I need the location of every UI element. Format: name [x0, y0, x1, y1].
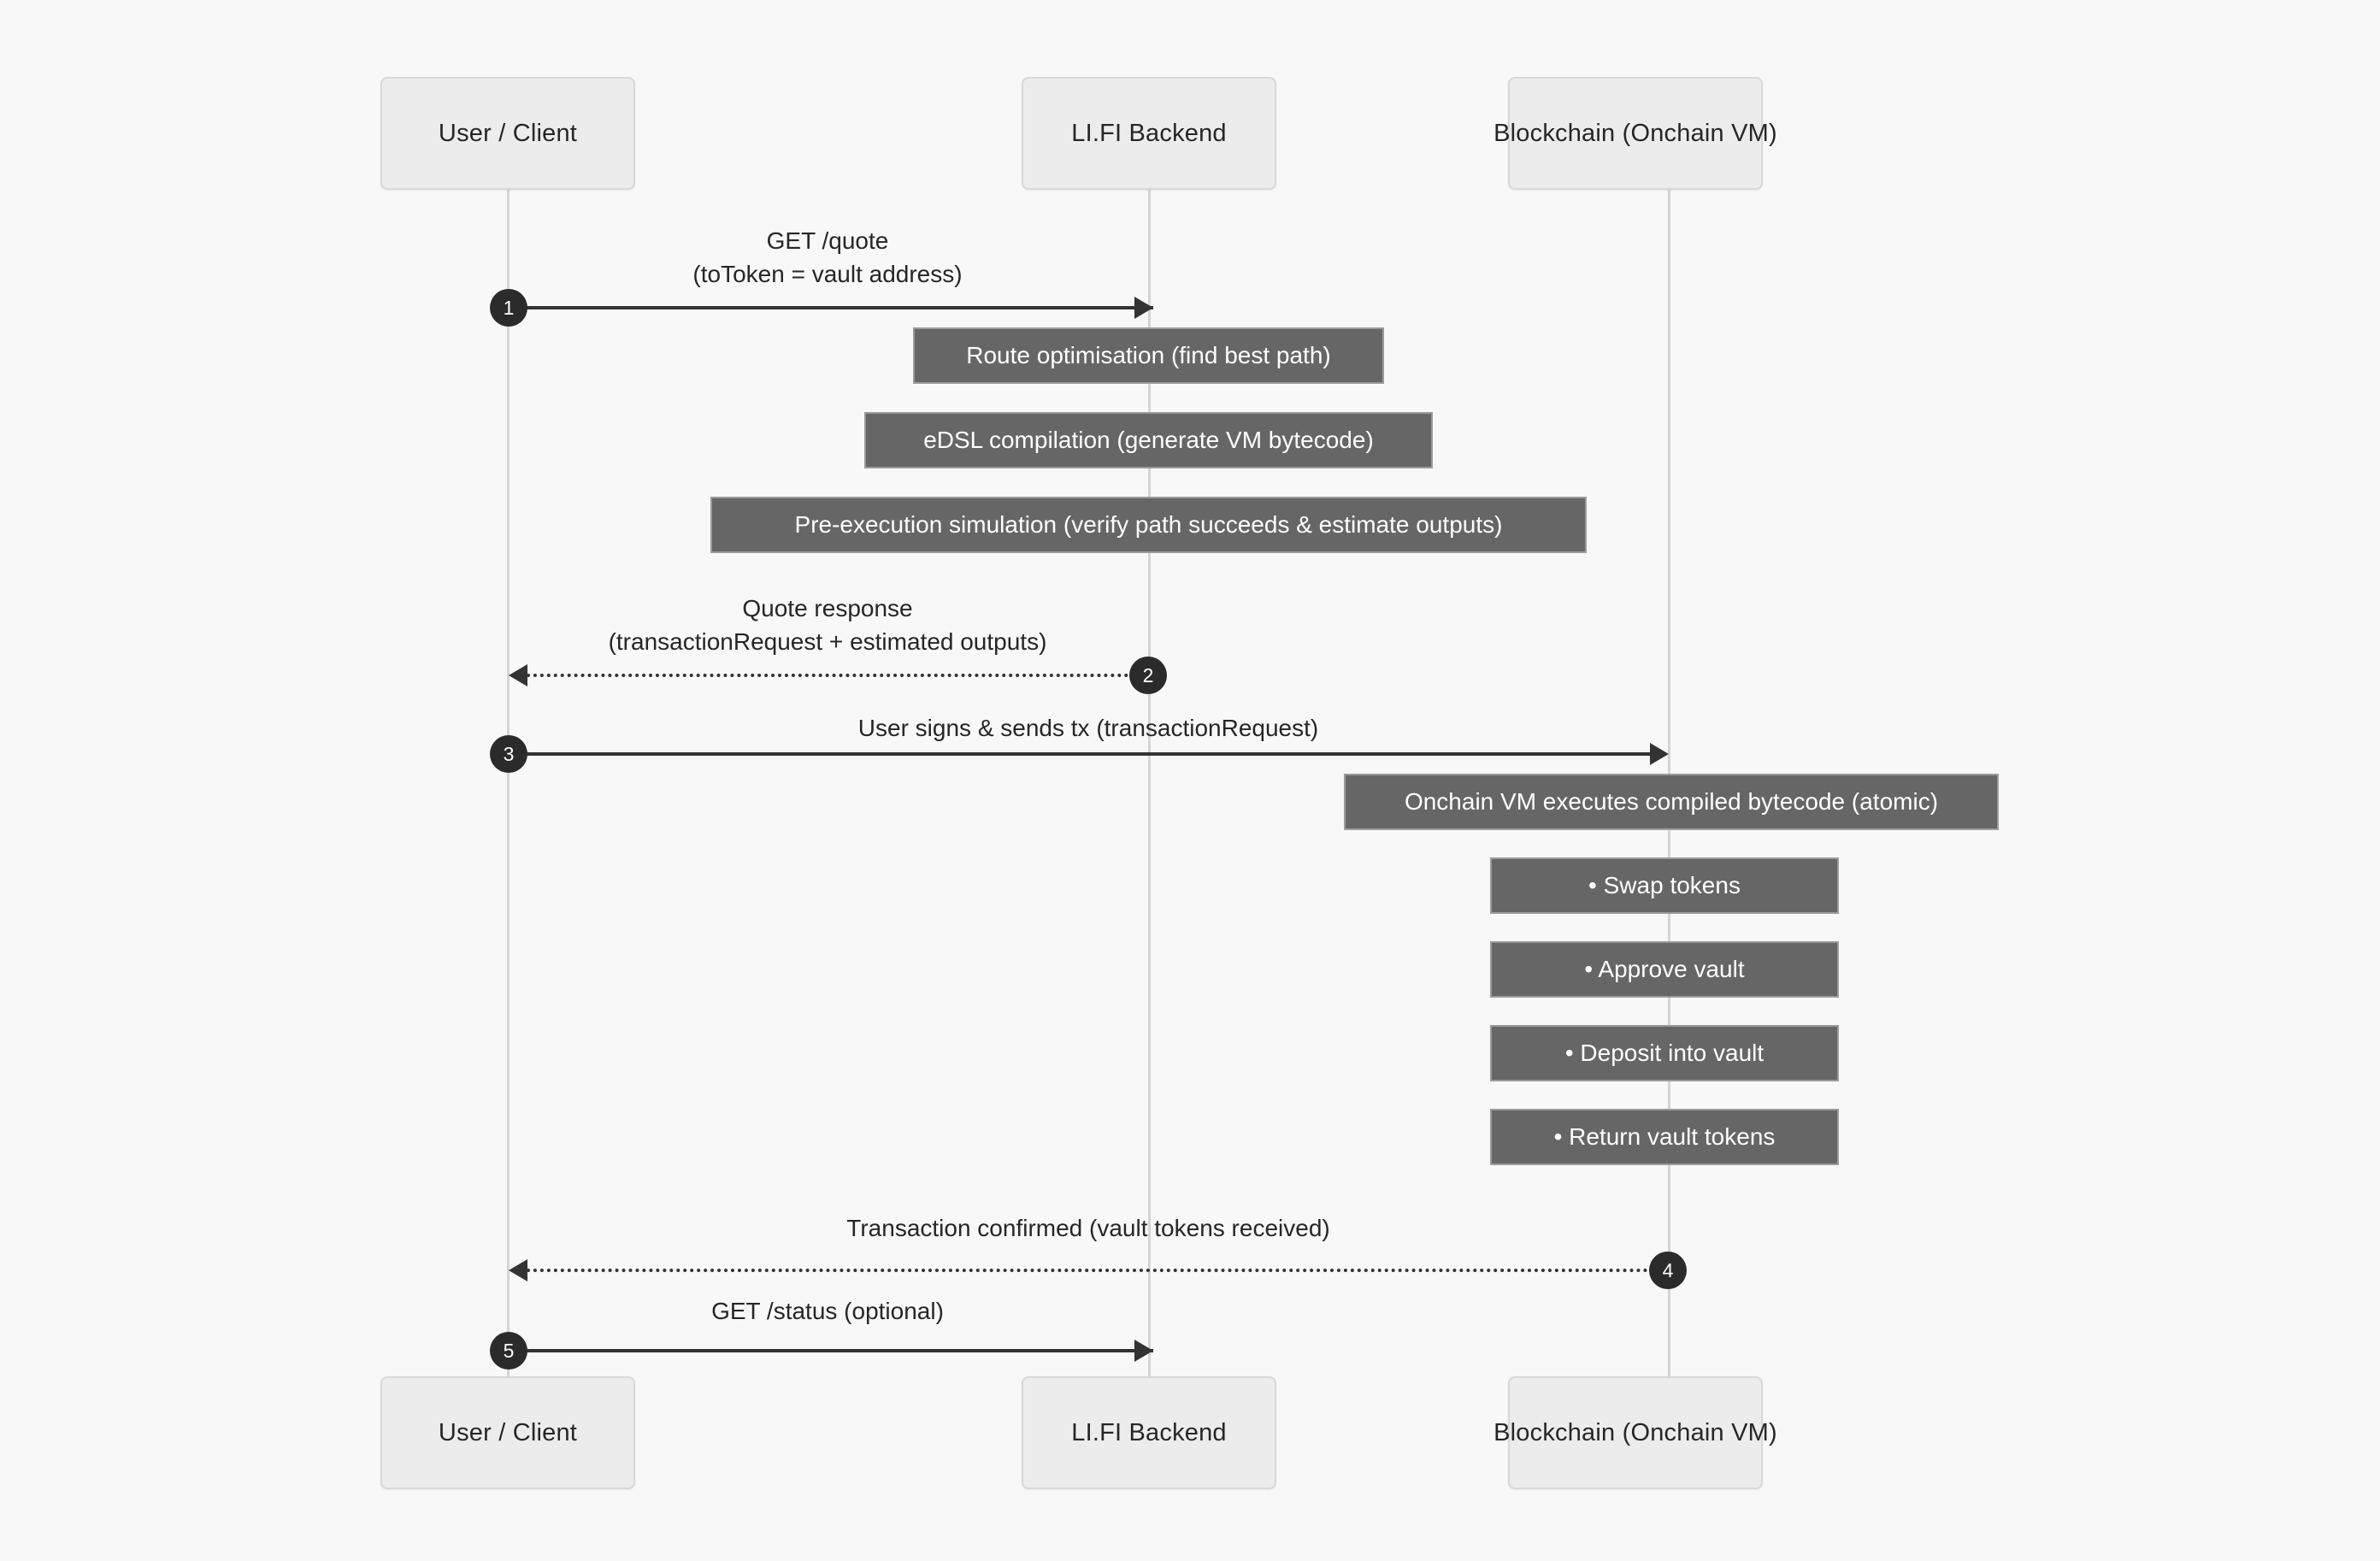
note-text: • Swap tokens: [1588, 872, 1741, 898]
note-swap-tokens: • Swap tokens: [1490, 857, 1839, 914]
note-deposit-into-vault: • Deposit into vault: [1490, 1025, 1839, 1081]
sequence-number-4: 4: [1649, 1252, 1687, 1289]
note-text: Pre-execution simulation (verify path su…: [794, 511, 1503, 538]
message-arrow-3: [509, 752, 1654, 756]
participant-user-top[interactable]: User / Client: [380, 77, 635, 190]
message-label-5: GET /status (optional): [711, 1295, 944, 1328]
participant-label: User / Client: [438, 119, 578, 147]
participant-label: LI.FI Backend: [1071, 119, 1227, 147]
participant-backend-top[interactable]: LI.FI Backend: [1022, 77, 1276, 190]
message-arrowhead-4: [509, 1259, 527, 1281]
message-label-4: Transaction confirmed (vault tokens rece…: [846, 1212, 1329, 1246]
note-route-optimisation: Route optimisation (find best path): [913, 327, 1384, 384]
message-arrowhead-5: [1134, 1340, 1153, 1362]
message-arrowhead-2: [509, 664, 527, 686]
sequence-number-3: 3: [490, 735, 527, 773]
note-text: eDSL compilation (generate VM bytecode): [923, 427, 1374, 453]
participant-label: Blockchain (Onchain VM): [1493, 119, 1777, 147]
note-pre-execution-simulation: Pre-execution simulation (verify path su…: [710, 497, 1587, 553]
note-text: • Deposit into vault: [1564, 1040, 1764, 1066]
lifeline-backend: [1148, 190, 1151, 1378]
message-label-3: User signs & sends tx (transactionReques…: [858, 712, 1318, 745]
message-arrow-4: [527, 1269, 1669, 1272]
note-text: • Return vault tokens: [1553, 1123, 1776, 1150]
message-line-1: GET /status (optional): [711, 1298, 944, 1324]
message-arrowhead-1: [1134, 297, 1153, 319]
message-line-1: GET /quote: [766, 227, 889, 254]
note-edsl-compilation: eDSL compilation (generate VM bytecode): [864, 412, 1433, 468]
note-return-vault-tokens: • Return vault tokens: [1490, 1109, 1839, 1165]
note-onchain-vm-executes: Onchain VM executes compiled bytecode (a…: [1344, 774, 1999, 830]
participant-label: User / Client: [438, 1418, 578, 1446]
message-label-2: Quote response (transactionRequest + est…: [609, 592, 1047, 658]
participant-chain-bottom[interactable]: Blockchain (Onchain VM): [1493, 1376, 1777, 1489]
participant-backend-bottom[interactable]: LI.FI Backend: [1022, 1376, 1276, 1489]
message-arrow-2: [527, 674, 1149, 677]
message-arrow-5: [509, 1349, 1153, 1352]
message-line-1: Quote response: [742, 595, 913, 621]
sequence-number-5: 5: [490, 1332, 527, 1370]
message-label-1: GET /quote (toToken = vault address): [692, 225, 962, 291]
lifeline-user: [507, 190, 510, 1378]
participant-label: Blockchain (Onchain VM): [1493, 1418, 1777, 1446]
note-approve-vault: • Approve vault: [1490, 941, 1839, 998]
message-arrowhead-3: [1650, 743, 1669, 765]
participant-user-bottom[interactable]: User / Client: [380, 1376, 635, 1489]
message-line-2: (toToken = vault address): [692, 260, 963, 287]
message-line-2: (transactionRequest + estimated outputs): [608, 627, 1047, 655]
note-text: Route optimisation (find best path): [966, 342, 1331, 368]
message-line-1: Transaction confirmed (vault tokens rece…: [846, 1215, 1330, 1241]
message-line-1: User signs & sends tx (transactionReques…: [857, 715, 1319, 741]
note-text: Onchain VM executes compiled bytecode (a…: [1404, 788, 1939, 815]
message-arrow-1: [509, 306, 1153, 309]
participant-label: LI.FI Backend: [1071, 1418, 1227, 1446]
participant-chain-top[interactable]: Blockchain (Onchain VM): [1493, 77, 1777, 190]
note-text: • Approve vault: [1584, 956, 1745, 982]
sequence-number-2: 2: [1129, 657, 1167, 694]
sequence-number-1: 1: [490, 289, 527, 327]
